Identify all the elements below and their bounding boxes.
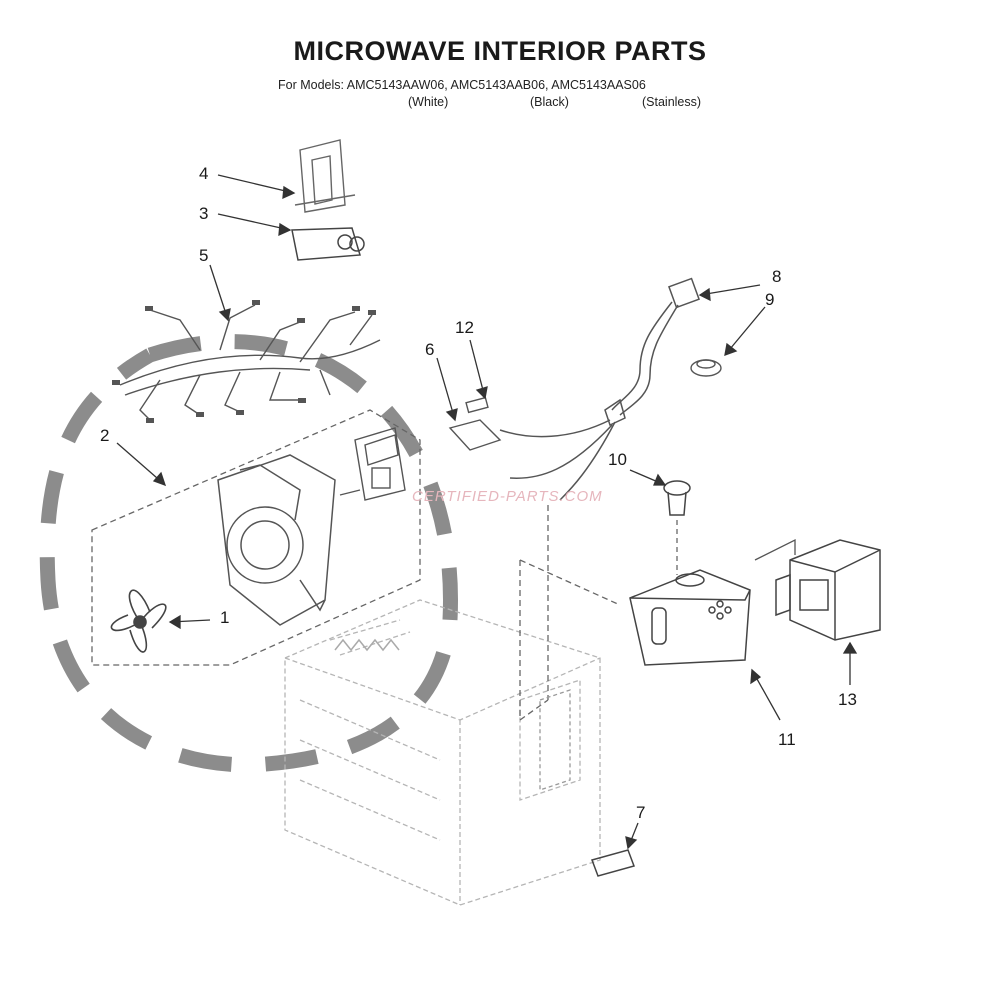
callout-5: 5 <box>199 246 209 265</box>
callout-1: 1 <box>220 608 230 627</box>
high-voltage-diode <box>663 480 691 516</box>
variant-stainless: (Stainless) <box>642 95 702 109</box>
callout-9: 9 <box>765 290 775 309</box>
magnetron-bracket-line <box>754 538 796 561</box>
microwave-cabinet <box>284 599 601 906</box>
cabinet-zigzag <box>334 638 400 652</box>
callout-4: 4 <box>199 164 209 183</box>
latch-strip <box>591 849 635 877</box>
electronic-control-module <box>629 569 751 666</box>
fan-assembly-box <box>91 409 421 666</box>
cord-grommet <box>690 359 722 377</box>
variant-white: (White) <box>408 95 449 109</box>
fan-shroud <box>217 454 336 626</box>
fan-blade <box>110 589 167 653</box>
power-cord <box>499 277 700 501</box>
callout-8: 8 <box>772 267 782 286</box>
magnetron <box>775 539 881 641</box>
interlock-switch-stack <box>539 689 571 791</box>
fuse-holder <box>448 396 502 451</box>
callout-2: 2 <box>100 426 110 445</box>
diagram-title: MICROWAVE INTERIOR PARTS <box>293 36 707 66</box>
callout-13: 13 <box>838 690 857 709</box>
callout-11: 11 <box>778 730 796 749</box>
high-voltage-capacitor <box>291 227 365 261</box>
wire-harness <box>119 304 381 421</box>
callout-leaders <box>116 174 858 850</box>
watermark-text: CERTIFIED-PARTS.COM <box>412 488 603 505</box>
callout-10: 10 <box>608 450 627 469</box>
callout-7: 7 <box>636 803 646 822</box>
model-numbers: For Models: AMC5143AAW06, AMC5143AAB06, … <box>278 78 646 92</box>
door-switch-bracket <box>339 427 406 501</box>
callout-3: 3 <box>199 204 209 223</box>
highlight-dashed-outline <box>39 334 458 773</box>
capacitor-bracket <box>294 139 356 213</box>
callout-12: 12 <box>455 318 474 337</box>
callout-6: 6 <box>425 340 435 359</box>
assembly-guides <box>519 505 621 721</box>
wire-terminals <box>112 300 376 423</box>
variant-black: (Black) <box>530 95 569 109</box>
